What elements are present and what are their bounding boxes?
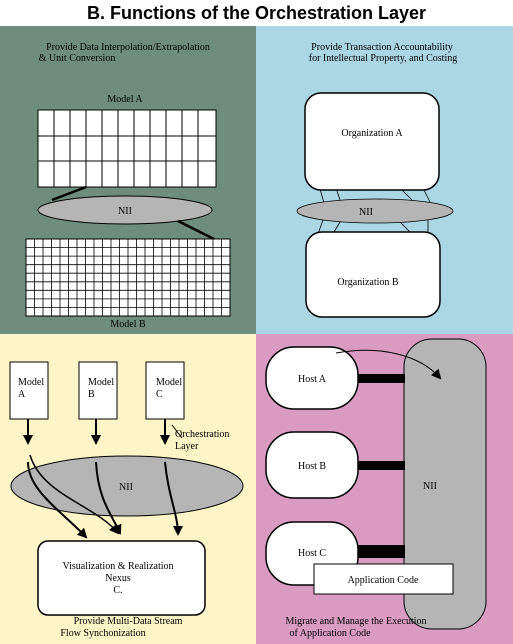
model-b-box xyxy=(78,361,118,420)
tr-heading-line1: Provide Transaction Accountability xyxy=(311,42,453,53)
bl-flow-arrows xyxy=(23,419,183,539)
model-b-grid xyxy=(25,238,231,317)
orchestration-label-line1: Orchestration xyxy=(175,429,229,440)
br-footer-line2: of Application Code xyxy=(289,628,371,639)
bl-model-b-line1: Model xyxy=(88,377,114,388)
model-c-box xyxy=(145,361,185,420)
host-a-box xyxy=(265,346,359,410)
tl-heading-line2: & Unit Conversion xyxy=(39,53,116,64)
tl-connector-lower xyxy=(177,219,215,241)
bl-nii-label: NII xyxy=(119,482,133,493)
vis-line1: Visualization & Realization xyxy=(62,561,173,572)
org-a-label: Organization A xyxy=(341,128,403,139)
application-code-box xyxy=(313,563,454,595)
org-a-box xyxy=(304,92,440,191)
nii-column xyxy=(403,338,487,630)
visualization-box xyxy=(37,540,206,616)
host-c-link xyxy=(355,545,405,558)
tr-nii-label: NII xyxy=(359,207,373,218)
bl-footer-line2: Flow Synchonization xyxy=(60,628,145,639)
host-a-label: Host A xyxy=(298,374,327,385)
page-title: B. Functions of the Orchestration Layer xyxy=(86,3,427,23)
br-footer-line1: Migrate and Manage the Execution xyxy=(285,616,426,627)
bl-model-a-line1: Model xyxy=(18,377,44,388)
tl-heading-line1: Provide Data Interpolation/Extrapolation xyxy=(46,42,210,53)
migration-arrow xyxy=(335,349,442,380)
host-a-link xyxy=(355,374,405,383)
host-c-label: Host C xyxy=(298,548,326,559)
tr-heading-line2: for Intellectual Property, and Costing xyxy=(309,53,457,64)
bl-model-b-line2: B xyxy=(88,389,95,400)
host-b-box xyxy=(265,431,359,499)
bl-nii-ellipse xyxy=(10,455,244,517)
orchestration-label-line2: Layer xyxy=(175,441,199,452)
tl-nii-label: NII xyxy=(118,206,132,217)
tl-connector-upper xyxy=(51,185,87,202)
tr-nii-ellipse xyxy=(296,198,454,224)
vis-line2: Nexus xyxy=(105,573,131,584)
bl-model-c-line2: C xyxy=(156,389,163,400)
model-a-grid xyxy=(37,109,217,188)
bl-footer-line1: Provide Multi-Data Stream xyxy=(74,616,183,627)
org-b-label: Organization B xyxy=(337,277,399,288)
tl-nii-ellipse xyxy=(37,195,213,225)
vis-line3: C. xyxy=(113,585,122,596)
org-b-box xyxy=(305,231,441,318)
model-a-box xyxy=(9,361,49,420)
bl-model-c-line1: Model xyxy=(156,377,182,388)
host-b-label: Host B xyxy=(298,461,326,472)
application-code-label: Application Code xyxy=(348,575,419,586)
host-b-link xyxy=(355,461,405,470)
model-a-label: Model A xyxy=(107,94,143,105)
bl-model-a-line2: A xyxy=(18,389,26,400)
br-nii-label: NII xyxy=(423,481,437,492)
model-b-label: Model B xyxy=(110,319,146,330)
